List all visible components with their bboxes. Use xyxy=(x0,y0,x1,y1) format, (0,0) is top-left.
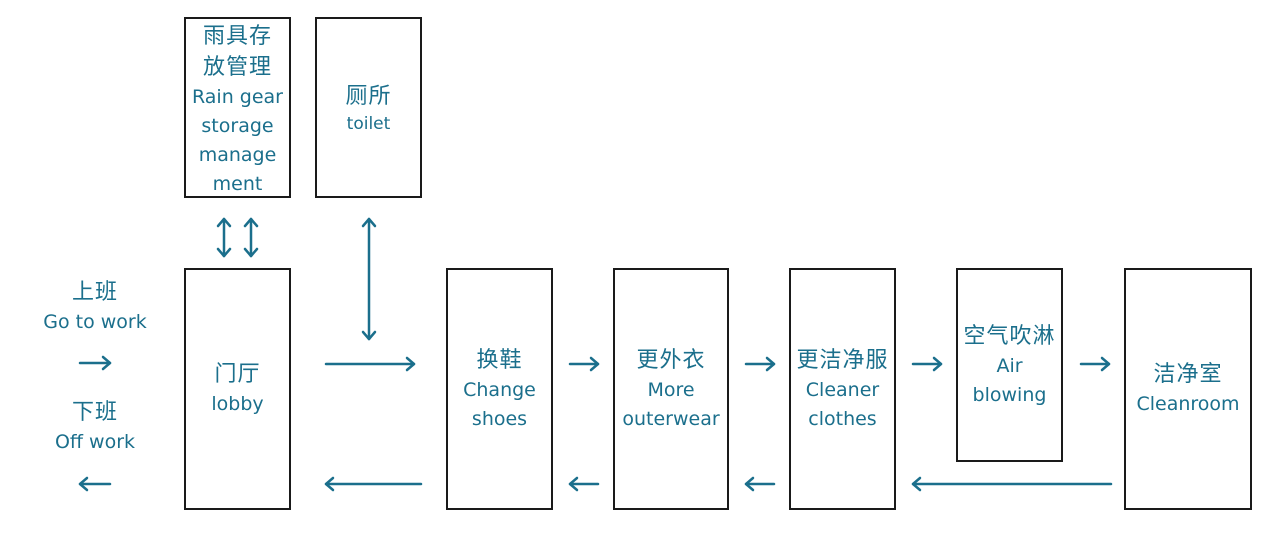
go-to-work-label: 上班 Go to work xyxy=(30,277,160,337)
cleanroom-box: 洁净室 Cleanroom xyxy=(1124,268,1252,510)
outerwear-to-cleaner-clothes-arrow xyxy=(744,356,776,372)
change-shoes-en-line1: Change xyxy=(463,378,536,401)
toilet-double-arrow xyxy=(361,217,377,341)
rain-gear-zh-line2: 放管理 xyxy=(202,55,272,80)
go-to-work-en: Go to work xyxy=(43,311,147,333)
air-blowing-zh: 空气吹淋 xyxy=(963,323,1056,349)
lobby-to-change-shoes-arrow xyxy=(324,356,416,372)
air-blowing-en-line2: blowing xyxy=(972,383,1047,406)
cleaner-clothes-en-line2: clothes xyxy=(808,407,877,430)
change-shoes-to-outerwear-arrow xyxy=(568,356,600,372)
rain-gear-en-line4: ment xyxy=(212,173,263,195)
rain-gear-double-arrow-right xyxy=(243,217,259,258)
cleanroom-zh: 洁净室 xyxy=(1153,362,1223,387)
off-work-label: 下班 Off work xyxy=(30,397,160,457)
more-outerwear-zh: 更外衣 xyxy=(636,347,706,373)
rain-gear-zh-line1: 雨具存 xyxy=(202,24,272,49)
lobby-box: 门厅 lobby xyxy=(184,268,291,510)
off-work-en: Off work xyxy=(54,431,136,453)
air-blowing-en-line1: Air xyxy=(996,354,1023,377)
more-outerwear-box: 更外衣 More outerwear xyxy=(613,268,729,510)
change-shoes-box: 换鞋 Change shoes xyxy=(446,268,553,510)
toilet-zh: 厕所 xyxy=(345,84,392,109)
lobby-en: lobby xyxy=(211,393,264,415)
rain-gear-double-arrow-left xyxy=(216,217,232,258)
cleanroom-en: Cleanroom xyxy=(1136,393,1240,415)
change-shoes-zh: 换鞋 xyxy=(476,347,523,373)
change-shoes-en-line2: shoes xyxy=(471,407,528,430)
cleaner-clothes-to-air-blowing-arrow xyxy=(911,356,943,372)
rain-gear-en-line2: storage xyxy=(201,115,274,137)
cleaner-clothes-zh: 更洁净服 xyxy=(796,347,889,373)
outerwear-to-change-shoes-arrow xyxy=(568,476,600,492)
rain-gear-storage-box: 雨具存 放管理 Rain gear storage manage ment xyxy=(184,17,291,198)
change-shoes-to-lobby-arrow xyxy=(324,476,423,492)
more-outerwear-en-line2: outerwear xyxy=(622,407,720,430)
air-blowing-to-cleanroom-arrow xyxy=(1079,356,1111,372)
cleaner-clothes-box: 更洁净服 Cleaner clothes xyxy=(789,268,896,510)
air-blowing-box: 空气吹淋 Air blowing xyxy=(956,268,1063,462)
off-work-zh: 下班 xyxy=(71,400,118,425)
cleanroom-to-cleaner-clothes-arrow xyxy=(911,476,1113,492)
go-to-work-arrow xyxy=(78,355,112,371)
go-to-work-zh: 上班 xyxy=(71,280,118,305)
toilet-box: 厕所 toilet xyxy=(315,17,422,198)
off-work-arrow xyxy=(78,476,112,492)
lobby-zh: 门厅 xyxy=(214,362,261,387)
toilet-en: toilet xyxy=(346,114,391,134)
cleaner-clothes-en-line1: Cleaner xyxy=(805,378,880,401)
more-outerwear-en-line1: More xyxy=(647,378,695,401)
rain-gear-en-line3: manage xyxy=(198,144,277,166)
cleaner-clothes-to-outerwear-arrow xyxy=(744,476,776,492)
rain-gear-en-line1: Rain gear xyxy=(192,86,283,108)
